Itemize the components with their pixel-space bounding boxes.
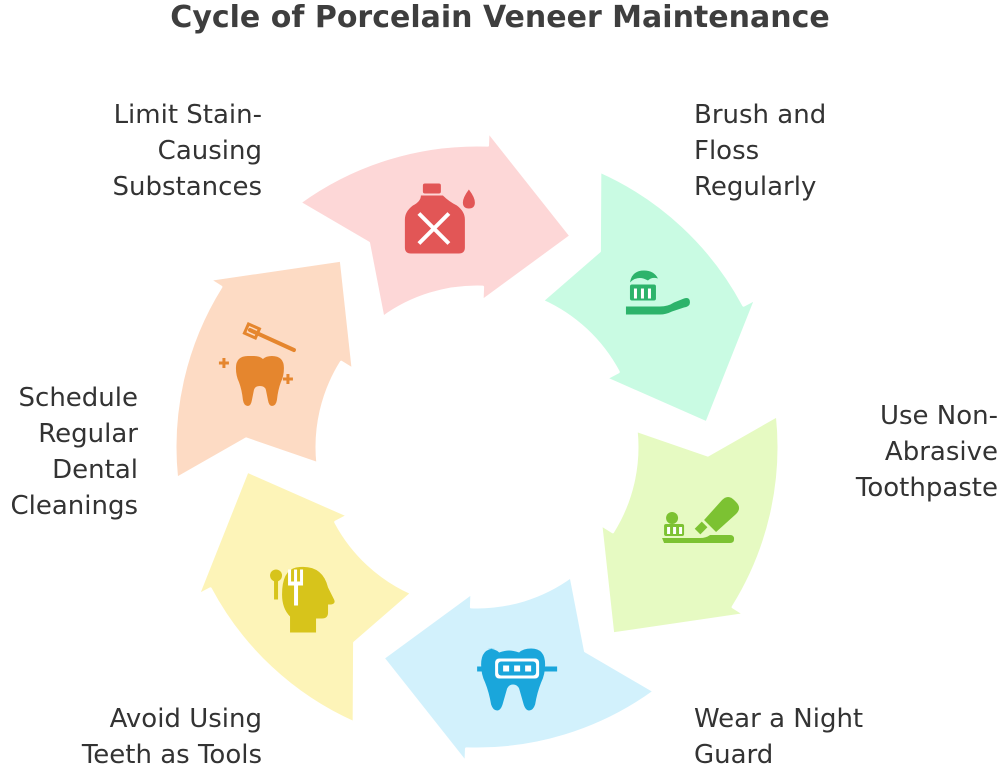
label-avoid-teeth-as-tools: Avoid Using Teeth as Tools: [81, 704, 262, 770]
head-utensils-icon: [270, 566, 335, 633]
label-non-abrasive-toothpaste: Use Non- Abrasive Toothpaste: [855, 401, 998, 503]
label-limit-stain: Limit Stain- Causing Substances: [112, 100, 262, 202]
cycle-arrow-segment: [599, 413, 781, 636]
toothbrush-icon: [625, 270, 690, 315]
toothpaste-icon: [662, 497, 740, 544]
diagram-title: Cycle of Porcelain Veneer Maintenance: [170, 0, 830, 35]
label-dental-cleanings: Schedule Regular Dental Cleanings: [10, 383, 138, 521]
braces-tooth-icon: [477, 648, 558, 711]
label-brush-and-floss: Brush and Floss Regularly: [694, 100, 827, 202]
tooth-cleaning-icon: [218, 322, 296, 406]
label-night-guard: Wear a Night Guard: [694, 704, 864, 770]
no-drink-icon: [404, 183, 475, 254]
